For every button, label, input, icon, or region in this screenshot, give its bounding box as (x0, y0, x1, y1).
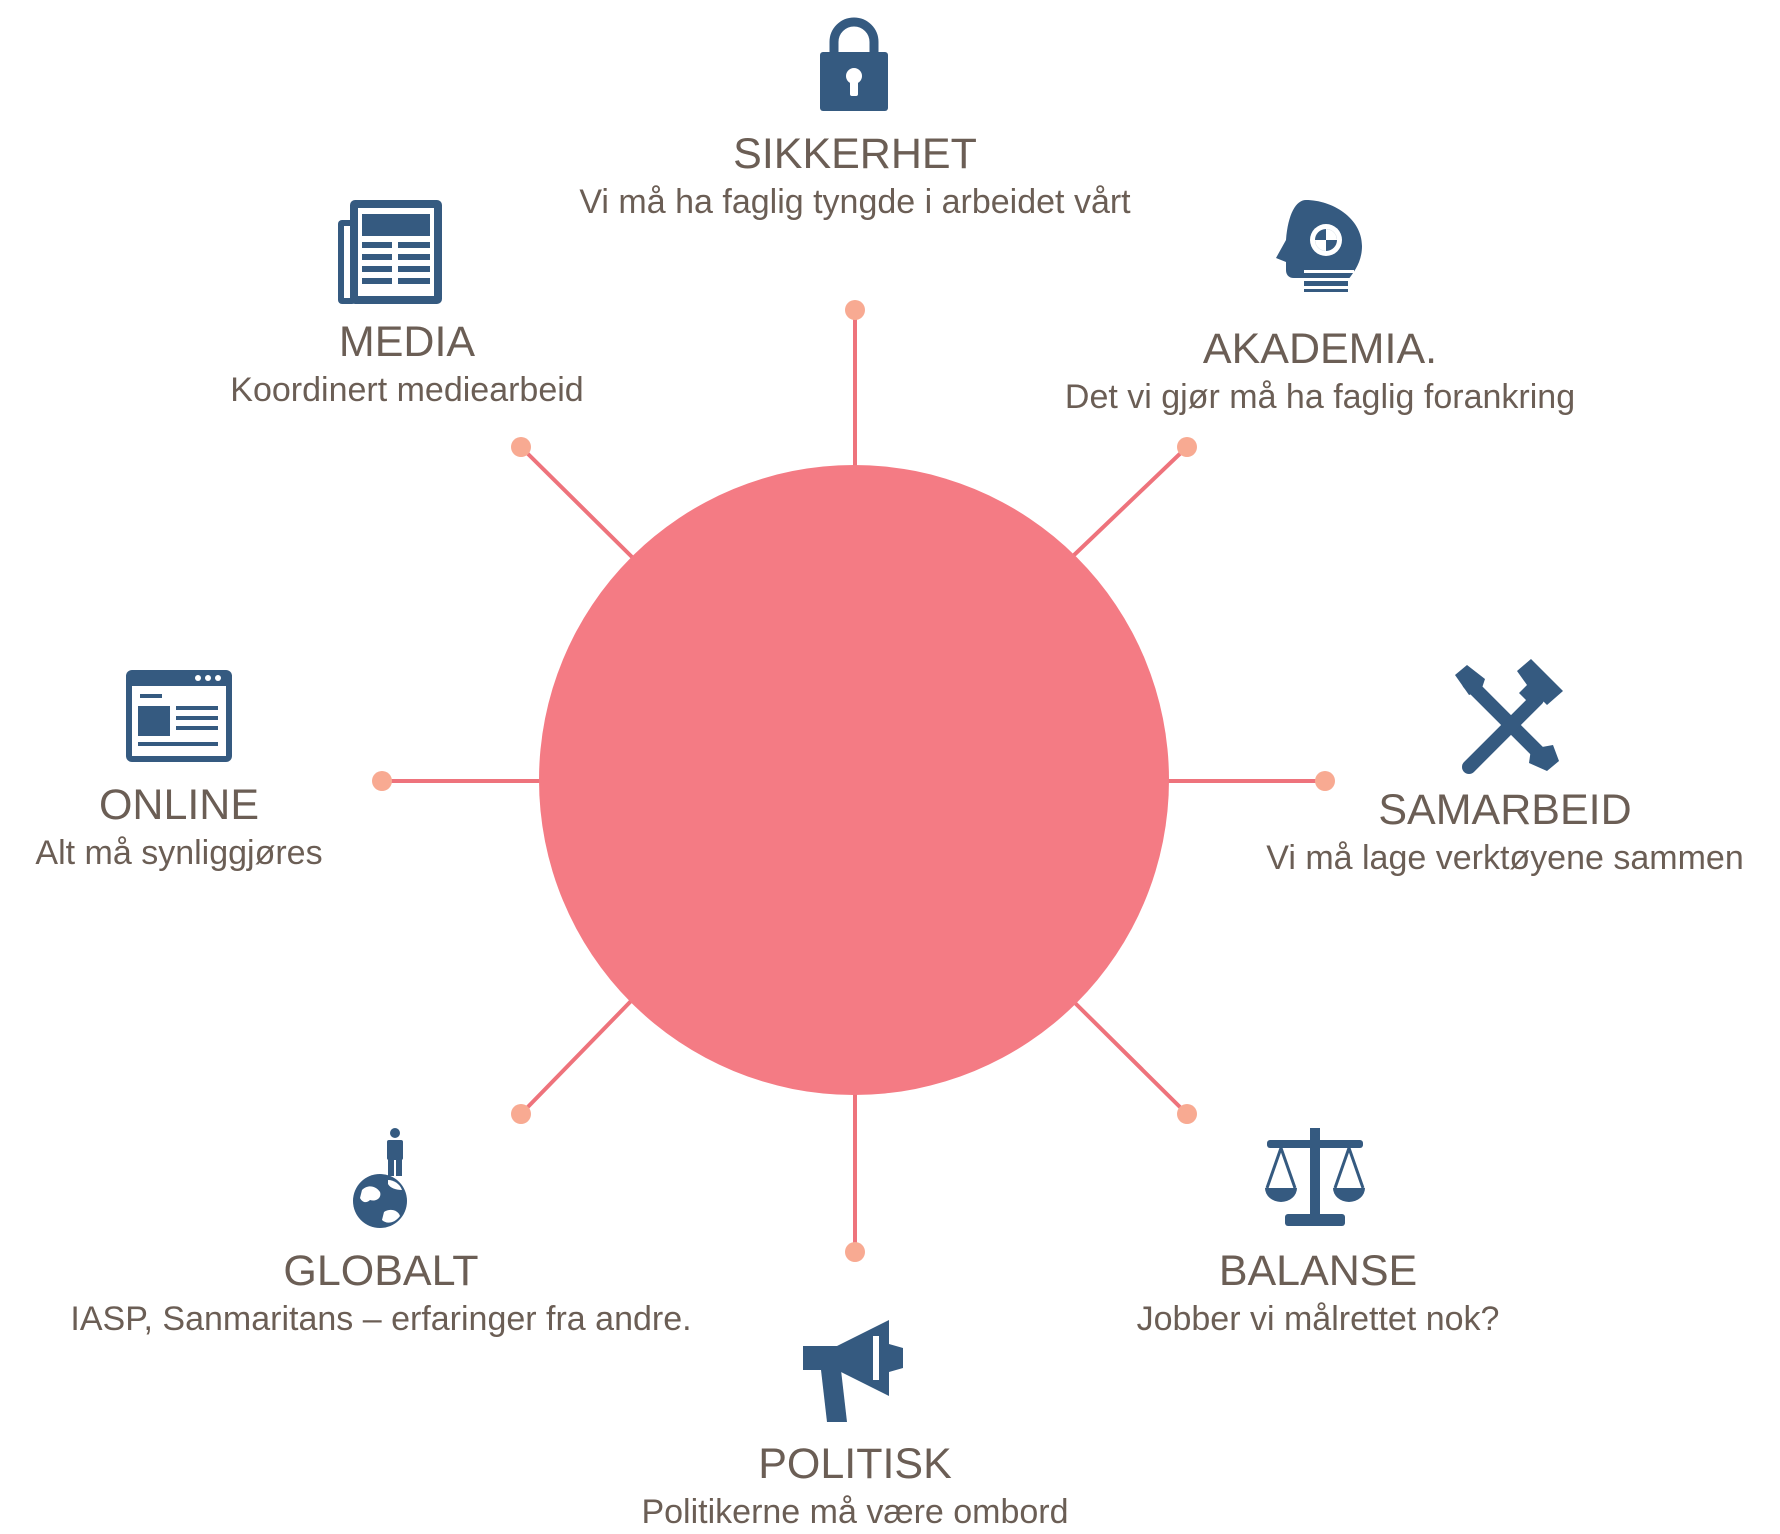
node-title: SIKKERHET (733, 130, 977, 178)
spoke-akademia (1070, 445, 1189, 559)
node-title: BALANSE (1218, 1247, 1418, 1295)
node-samarbeid: SAMARBEID Vi må lage verktøyene sammen (1266, 784, 1743, 880)
center-circle (539, 465, 1169, 1095)
dot-sikkerhet (845, 300, 865, 320)
spoke-media (519, 445, 634, 559)
node-title: POLITISK (758, 1440, 952, 1488)
node-akademia: AKADEMIA. Det vi gjør må ha faglig foran… (1065, 323, 1575, 419)
node-globalt: GLOBALT IASP, Sanmaritans – erfaringer f… (70, 1245, 691, 1341)
node-subtitle: IASP, Sanmaritans – erfaringer fra andre… (70, 1300, 692, 1338)
dot-media (511, 437, 531, 457)
node-politisk: POLITISK Politikerne må være ombord (641, 1438, 1068, 1534)
spokes (380, 308, 1327, 1254)
node-balanse: BALANSE Jobber vi målrettet nok? (1137, 1245, 1500, 1341)
spoke-globalt (519, 998, 634, 1116)
tools-icon (1455, 659, 1563, 774)
node-subtitle: Koordinert mediearbeid (230, 371, 584, 409)
head-gear-icon (1276, 200, 1362, 292)
spoke-balanse (1070, 998, 1189, 1116)
node-subtitle: Vi må ha faglig tyngde i arbeidet vårt (579, 183, 1131, 221)
scales-icon (1265, 1128, 1365, 1226)
node-title: SAMARBEID (1378, 786, 1632, 834)
browser-window-icon (126, 670, 232, 762)
lock-icon (820, 17, 888, 111)
node-title: GLOBALT (283, 1247, 479, 1295)
dot-balanse (1177, 1104, 1197, 1124)
node-sikkerhet: SIKKERHET Vi må ha faglig tyngde i arbei… (579, 128, 1130, 224)
node-media: MEDIA Koordinert mediearbeid (230, 316, 583, 412)
megaphone-icon (803, 1320, 903, 1422)
node-subtitle: Alt må synliggjøres (35, 834, 323, 872)
node-subtitle: Politikerne må være ombord (641, 1493, 1069, 1531)
endpoint-dots (372, 300, 1335, 1262)
node-online: ONLINE Alt må synliggjøres (35, 779, 322, 875)
dot-samarbeid (1315, 771, 1335, 791)
node-title: MEDIA (338, 318, 476, 366)
dot-politisk (845, 1242, 865, 1262)
node-subtitle: Det vi gjør må ha faglig forankring (1064, 378, 1576, 416)
node-subtitle: Jobber vi målrettet nok? (1136, 1300, 1500, 1338)
dot-akademia (1177, 437, 1197, 457)
dot-globalt (511, 1104, 531, 1124)
newspaper-icon (338, 200, 442, 304)
node-subtitle: Vi må lage verktøyene sammen (1266, 839, 1744, 877)
node-title: AKADEMIA. (1202, 325, 1438, 373)
person-on-globe-icon (353, 1128, 407, 1228)
dot-online (372, 771, 392, 791)
node-title: ONLINE (98, 781, 260, 829)
